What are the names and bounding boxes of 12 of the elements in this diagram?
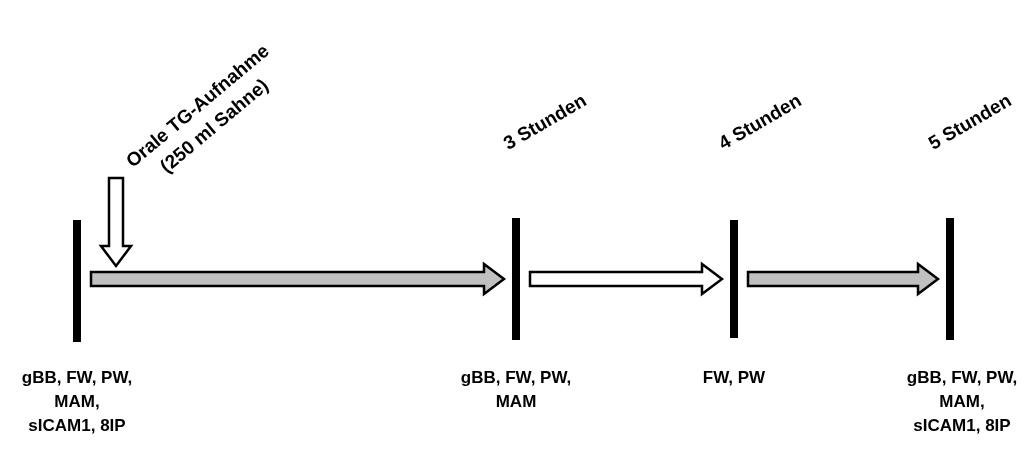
measurement-label: gBB, FW, PW, MAM, sICAM1, 8IP [20,367,134,437]
measurement-label: gBB, FW, PW, MAM, sICAM1, 8IP [905,367,1019,437]
measurement-label: gBB, FW, PW, MAM [459,367,573,413]
block-arrow [98,176,134,269]
time-marker-bar [946,218,954,340]
measurement-label: FW, PW [701,367,767,389]
time-marker-bar [730,220,738,338]
block-arrow [746,261,941,297]
time-marker-bar [512,218,520,340]
block-arrow [89,261,507,297]
block-arrow [528,261,725,297]
time-marker-bar [73,220,81,342]
